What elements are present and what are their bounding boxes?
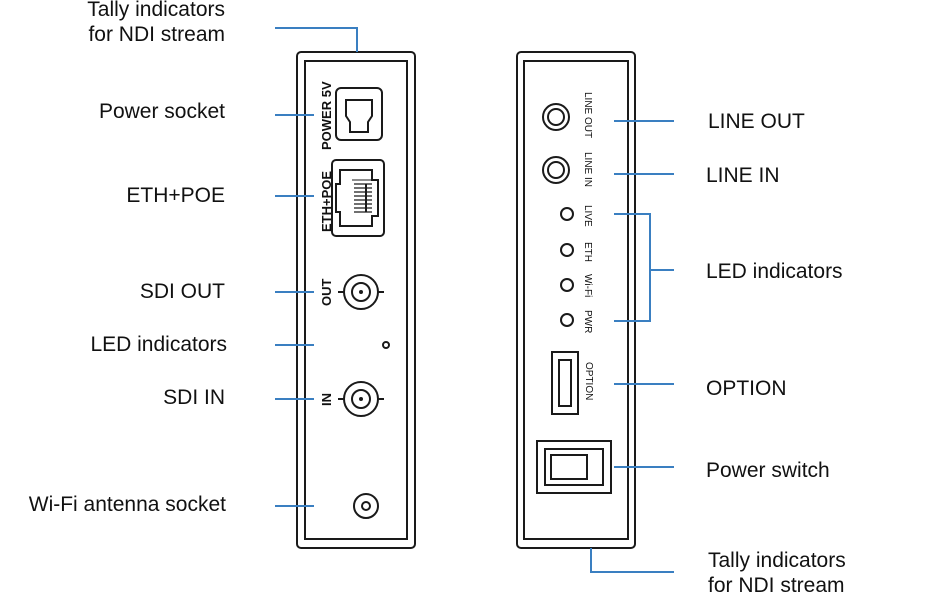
printed-live: LIVE (582, 205, 593, 227)
right-panel: LINE OUT LINE IN LIVE ETH Wi-Fi PWR OPTI… (516, 51, 636, 549)
callout-tally-top: Tally indicators for NDI stream (40, 0, 225, 47)
line-in-jack-icon (542, 156, 570, 184)
line-out-jack-icon (542, 103, 570, 131)
option-usb-port-icon (551, 351, 579, 415)
callout-tally-bottom: Tally indicators for NDI stream (708, 548, 846, 598)
printed-line-out: LINE OUT (582, 92, 593, 138)
printed-in: IN (319, 393, 334, 406)
callout-tally-top-line2: for NDI stream (88, 23, 225, 46)
printed-eth-poe: ETH+POE (319, 171, 334, 232)
printed-line-in: LINE IN (582, 152, 593, 187)
callout-sdi-in: SDI IN (163, 386, 225, 409)
callout-power-switch: Power switch (706, 459, 830, 482)
eth-port-icon (331, 159, 385, 237)
leader-lines-left (275, 27, 358, 507)
callout-line-in: LINE IN (706, 164, 780, 187)
callout-option: OPTION (706, 377, 787, 400)
printed-option: OPTION (583, 362, 594, 400)
callout-sdi-out: SDI OUT (139, 280, 225, 303)
left-panel-inner (304, 60, 408, 540)
printed-power-5v: POWER 5V (319, 81, 334, 150)
callout-eth-poe: ETH+POE (126, 184, 225, 207)
callout-wifi-antenna-socket: Wi-Fi antenna socket (28, 493, 226, 516)
power-switch-icon (536, 440, 612, 494)
left-panel: POWER 5V ETH+POE (296, 51, 416, 549)
leader-tally-bottom (590, 548, 674, 573)
callout-led-indicators-left: LED indicators (90, 333, 227, 356)
callout-tally-bottom-line1: Tally indicators (708, 549, 846, 572)
sdi-out-bnc-icon (338, 274, 384, 310)
printed-out: OUT (319, 279, 334, 307)
leader-tally-top (275, 27, 358, 52)
callout-tally-bottom-line2: for NDI stream (708, 574, 845, 597)
right-panel-outer (516, 51, 636, 549)
callout-tally-top-line1: Tally indicators (87, 0, 225, 21)
led-eth-icon (560, 243, 574, 257)
callout-power-socket: Power socket (98, 100, 225, 123)
led-wifi-icon (560, 278, 574, 292)
printed-eth: ETH (582, 242, 593, 262)
callout-led-indicators-right: LED indicators (706, 260, 843, 283)
power-socket-icon (335, 87, 383, 141)
callout-line-out: LINE OUT (708, 110, 805, 133)
wifi-antenna-socket-icon (353, 493, 379, 519)
printed-wifi: Wi-Fi (582, 274, 593, 297)
printed-pwr: PWR (582, 310, 593, 333)
leader-led-bracket (614, 213, 651, 322)
leader-lines-right (590, 120, 674, 573)
sdi-in-bnc-icon (338, 381, 384, 417)
led-pwr-icon (560, 313, 574, 327)
led-live-icon (560, 207, 574, 221)
right-panel-inner (523, 60, 629, 540)
left-led-dot (382, 341, 390, 349)
